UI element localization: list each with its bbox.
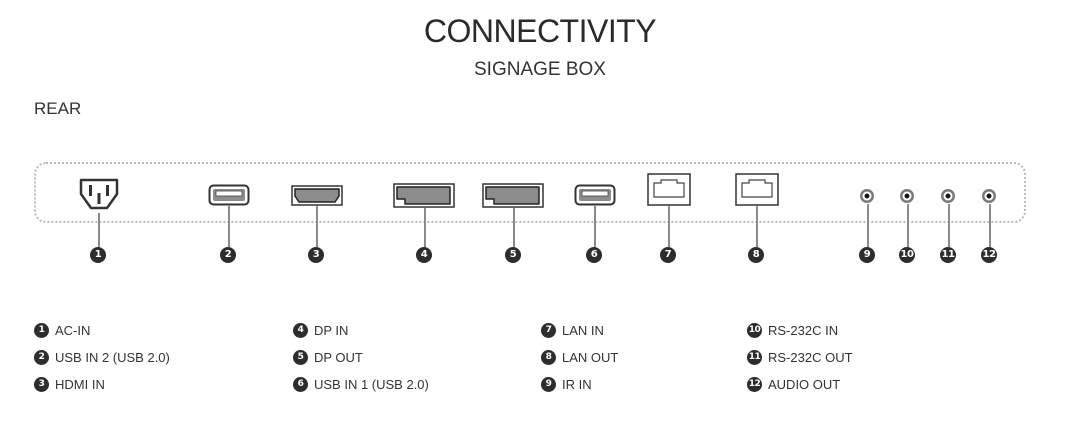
- legend-badge: 3: [34, 377, 49, 392]
- legend-badge: 4: [293, 323, 308, 338]
- port-number-badge: 2: [220, 247, 236, 263]
- legend-label: AUDIO OUT: [768, 377, 841, 392]
- port-number-badge: 6: [586, 247, 602, 263]
- port-number-badge: 1: [90, 247, 106, 263]
- legend-label: LAN OUT: [562, 350, 619, 365]
- legend-item: 12 AUDIO OUT: [747, 371, 853, 398]
- port-number-badge: 5: [505, 247, 521, 263]
- legend-label: DP OUT: [314, 350, 363, 365]
- legend-label: RS-232C OUT: [768, 350, 853, 365]
- displayport-out-icon: [482, 183, 544, 213]
- usb-port-2-icon: [208, 184, 250, 211]
- displayport-in-icon: [393, 183, 455, 213]
- port-number-badge: 7: [660, 247, 676, 263]
- legend-badge: 8: [541, 350, 556, 365]
- legend-badge: 2: [34, 350, 49, 365]
- ir-in-jack-icon: [859, 188, 875, 209]
- leader-line-8: [756, 206, 758, 247]
- hdmi-port-icon: [291, 185, 343, 211]
- leader-line-9: [867, 204, 869, 247]
- legend-item: 2 USB IN 2 (USB 2.0): [34, 344, 170, 371]
- legend-column-1: 1 AC-IN 2 USB IN 2 (USB 2.0) 3 HDMI IN: [34, 317, 170, 398]
- port-number-badge: 4: [416, 247, 432, 263]
- legend-label: LAN IN: [562, 323, 604, 338]
- section-label-rear: REAR: [34, 99, 82, 118]
- page-title: CONNECTIVITY: [423, 13, 657, 49]
- audio-out-jack-icon: [981, 188, 997, 209]
- legend-badge: 9: [541, 377, 556, 392]
- leader-line-1: [98, 213, 100, 247]
- lan-in-port-icon: [647, 173, 691, 211]
- legend-label: AC-IN: [55, 323, 91, 338]
- legend-item: 8 LAN OUT: [541, 344, 618, 371]
- legend-badge: 5: [293, 350, 308, 365]
- legend-label: DP IN: [314, 323, 349, 338]
- legend-item: 6 USB IN 1 (USB 2.0): [293, 371, 429, 398]
- rs232c-out-jack-icon: [940, 188, 956, 209]
- legend-item: 9 IR IN: [541, 371, 618, 398]
- port-number-badge: 11: [940, 247, 956, 263]
- page-subtitle: SIGNAGE BOX: [474, 59, 606, 80]
- legend-label: USB IN 1 (USB 2.0): [314, 377, 429, 392]
- port-number-badge: 12: [981, 247, 997, 263]
- legend-item: 11 RS-232C OUT: [747, 344, 853, 371]
- leader-line-10: [907, 204, 909, 247]
- rear-panel-outline: [34, 162, 1026, 223]
- legend-item: 3 HDMI IN: [34, 371, 170, 398]
- usb-port-1-icon: [574, 184, 616, 211]
- leader-line-4: [424, 208, 426, 247]
- legend-item: 10 RS-232C IN: [747, 317, 853, 344]
- legend-badge: 7: [541, 323, 556, 338]
- legend-label: IR IN: [562, 377, 592, 392]
- legend-badge: 1: [34, 323, 49, 338]
- port-number-badge: 9: [859, 247, 875, 263]
- leader-line-5: [513, 208, 515, 247]
- legend-item: 4 DP IN: [293, 317, 429, 344]
- legend-badge: 10: [747, 323, 762, 338]
- legend-label: USB IN 2 (USB 2.0): [55, 350, 170, 365]
- leader-line-12: [989, 204, 991, 247]
- legend-item: 7 LAN IN: [541, 317, 618, 344]
- port-number-badge: 10: [899, 247, 915, 263]
- ac-power-port-icon: [79, 178, 119, 219]
- lan-out-port-icon: [735, 173, 779, 211]
- leader-line-2: [228, 206, 230, 247]
- legend-column-2: 4 DP IN 5 DP OUT 6 USB IN 1 (USB 2.0): [293, 317, 429, 398]
- legend-item: 1 AC-IN: [34, 317, 170, 344]
- legend-item: 5 DP OUT: [293, 344, 429, 371]
- port-number-badge: 3: [308, 247, 324, 263]
- legend-badge: 6: [293, 377, 308, 392]
- leader-line-3: [316, 206, 318, 247]
- leader-line-11: [948, 204, 950, 247]
- leader-line-7: [668, 206, 670, 247]
- legend-column-4: 10 RS-232C IN 11 RS-232C OUT 12 AUDIO OUT: [747, 317, 853, 398]
- legend-column-3: 7 LAN IN 8 LAN OUT 9 IR IN: [541, 317, 618, 398]
- legend-label: HDMI IN: [55, 377, 105, 392]
- legend-badge: 11: [747, 350, 762, 365]
- leader-line-6: [594, 206, 596, 247]
- legend-badge: 12: [747, 377, 762, 392]
- rs232c-in-jack-icon: [899, 188, 915, 209]
- legend-label: RS-232C IN: [768, 323, 839, 338]
- port-number-badge: 8: [748, 247, 764, 263]
